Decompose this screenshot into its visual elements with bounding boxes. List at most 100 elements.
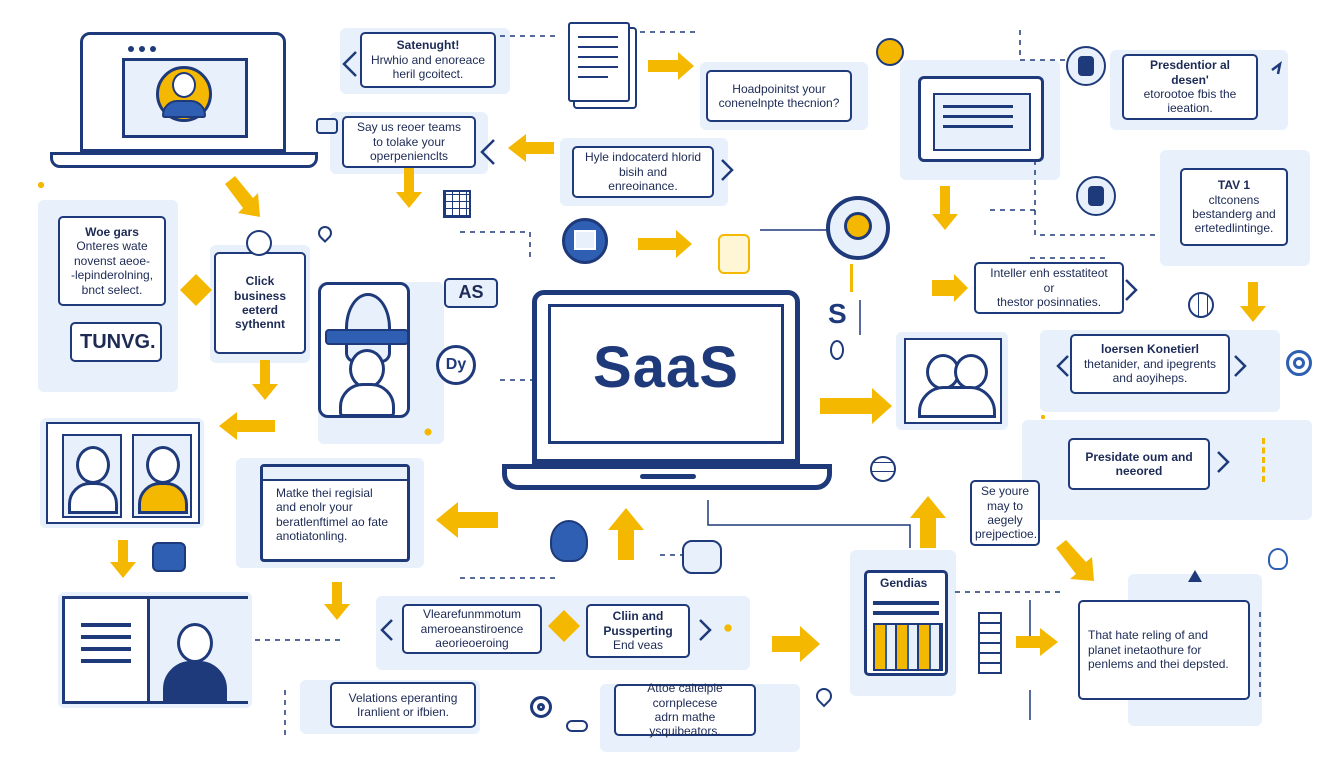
ioersen-line1: loersen Konetierl — [1100, 342, 1200, 357]
cloud-icon — [566, 720, 588, 732]
globe-icon — [1188, 292, 1214, 318]
say-us-line1: Say us reoer teams — [356, 120, 462, 135]
click-line4: sythennt — [234, 317, 285, 332]
se-youre-line3: aegely — [987, 513, 1023, 527]
card-that-hate: That hate reling of and planet inetaothu… — [1078, 600, 1250, 700]
that-hate-line1: That hate reling of and — [1088, 628, 1209, 643]
database-icon-2 — [1076, 176, 1116, 216]
click-line1: Click — [245, 274, 275, 289]
people-icon — [904, 338, 1002, 424]
hyle-line1: Hyle indocaterd hlorid — [584, 150, 702, 165]
chat-icon — [316, 118, 338, 134]
flow-arrows — [110, 52, 1266, 662]
server-rack-icon — [978, 612, 1002, 674]
card-president-top: Presdentior al desen' etorootoe fbis the… — [1122, 54, 1258, 120]
cliin-line3: End veas — [612, 638, 664, 653]
spark-icon-2 — [420, 424, 436, 440]
grid-icon — [443, 190, 471, 218]
card-velations: Velations eperanting Iranlient or ifbien… — [330, 682, 476, 728]
robot-head-icon — [826, 196, 890, 260]
say-us-line3: operpenienclts — [369, 149, 449, 164]
click-line2: business — [233, 288, 287, 303]
matke-line2: and enolr your — [276, 500, 353, 515]
hoadpoint-line2: conenelnpte thecnion? — [718, 96, 840, 110]
top-bubble-line1: Satenught! — [396, 38, 460, 53]
president-top-line3: ieeation. — [1167, 101, 1213, 116]
center-title: SaaS — [593, 335, 739, 400]
spark-icon-5 — [718, 618, 738, 638]
s-letter-ring — [830, 340, 844, 360]
woe-gars-line2: Onteres wate — [76, 239, 148, 254]
spark-icon — [34, 178, 48, 192]
vlear-line3: aeorieoeroing — [435, 636, 509, 651]
woe-gars-line5: bnct select. — [81, 282, 143, 297]
card-top-bubble: Satenught! Hrwhio and enoreace heril gco… — [360, 32, 496, 88]
se-youre-line1: Se youre — [980, 484, 1030, 499]
phone-icon — [864, 570, 948, 676]
velations-line2: Iranlient or ifbien. — [356, 705, 450, 719]
tiv-line1: TAV 1 — [1217, 178, 1251, 193]
browser-window — [260, 464, 410, 562]
tiv-line3: bestanderg and — [1192, 207, 1276, 221]
card-presidate: Presidate oum and neeored — [1068, 438, 1210, 490]
hyle-line2: bisih and — [618, 164, 668, 179]
laptop-dots — [128, 46, 168, 54]
scroll-icon — [718, 234, 750, 274]
tiv-line2: cltconens — [1208, 192, 1260, 207]
shop-icon — [550, 520, 588, 562]
president-top-line2: etorootoe fbis the — [1143, 87, 1237, 101]
card-gendias: Gendias — [880, 576, 928, 590]
target-icon — [1286, 350, 1312, 376]
ring-icon — [530, 696, 552, 718]
avatar-face — [172, 72, 196, 98]
avatar-body — [162, 100, 206, 118]
card-woe-gars: Woe gars Onteres wate novenst aeoe- -lep… — [58, 216, 166, 306]
sparkle-decor — [1038, 412, 1048, 422]
ioersen-line3: and aoyiheps. — [1112, 371, 1188, 386]
presidate-line1: Presidate oum and — [1085, 449, 1193, 464]
spark-icon-4 — [850, 264, 858, 292]
president-top-line1: Presdentior al desen' — [1149, 58, 1231, 87]
card-hyle: Hyle indocaterd hlorid bisih and enreoin… — [572, 146, 714, 198]
tunvg-badge: TUNVG. — [70, 322, 162, 362]
laptop-base — [50, 152, 318, 168]
card-attoe: Attoe calteiple cornplecese adrn mathe y… — [614, 681, 756, 738]
center-laptop-screen — [548, 304, 784, 444]
robot-face — [844, 212, 872, 240]
attoe-line2: cornplecese — [652, 695, 718, 710]
hyle-line3: enreoinance. — [608, 179, 678, 194]
card-say-us: Say us reoer teams to tolake your operpe… — [342, 116, 476, 168]
velations-line1: Velations eperanting — [348, 690, 458, 705]
center-laptop-notch — [640, 474, 696, 479]
window-app-inner — [574, 230, 596, 250]
cliin-line1: Cliin and — [612, 609, 664, 624]
spark-icon-3 — [1262, 438, 1280, 482]
se-youre-line4: prejpectioe. — [975, 527, 1038, 542]
woe-gars-line1: Woe gars — [85, 225, 139, 240]
people-chip-icon — [682, 540, 722, 574]
matke-line3: beratlenftimel ao fate — [276, 514, 389, 529]
presidate-line2: neeored — [1115, 464, 1163, 478]
globe-icon-2 — [870, 456, 896, 482]
people-pair-icon — [46, 422, 200, 524]
database-icon — [1066, 46, 1106, 86]
vlear-line2: ameroeanstiroence — [420, 621, 524, 636]
ioersen-line2: thetanider, and ipegrents — [1083, 356, 1217, 371]
inteller-line1: Inteller enh esstatiteot or — [990, 266, 1108, 295]
window-app-icon — [562, 218, 608, 264]
that-hate-line2: planet inetaothure for — [1088, 642, 1202, 657]
gear-icon — [876, 38, 904, 66]
card-chip-icon — [152, 542, 186, 572]
profile-card — [62, 596, 248, 704]
attoe-line1: Attoe calteiple — [647, 681, 723, 696]
bulb-icon — [246, 230, 272, 256]
cliin-line2: Pussperting — [603, 623, 673, 638]
card-ioersen: loersen Konetierl thetanider, and ipegre… — [1070, 334, 1230, 394]
as-tag: AS — [444, 278, 498, 308]
card-vlear: Vlearefunmmotum ameroeanstiroence aeorie… — [402, 604, 542, 654]
card-hoadpoint: Hoadpoinitst your conenelnpte thecnion? — [706, 70, 852, 122]
card-tiv: TAV 1 cltconens bestanderg and ertetedli… — [1180, 168, 1288, 246]
matke-line4: anotiatonling. — [276, 529, 348, 544]
woe-gars-line3: novenst aeoe- — [73, 253, 151, 268]
